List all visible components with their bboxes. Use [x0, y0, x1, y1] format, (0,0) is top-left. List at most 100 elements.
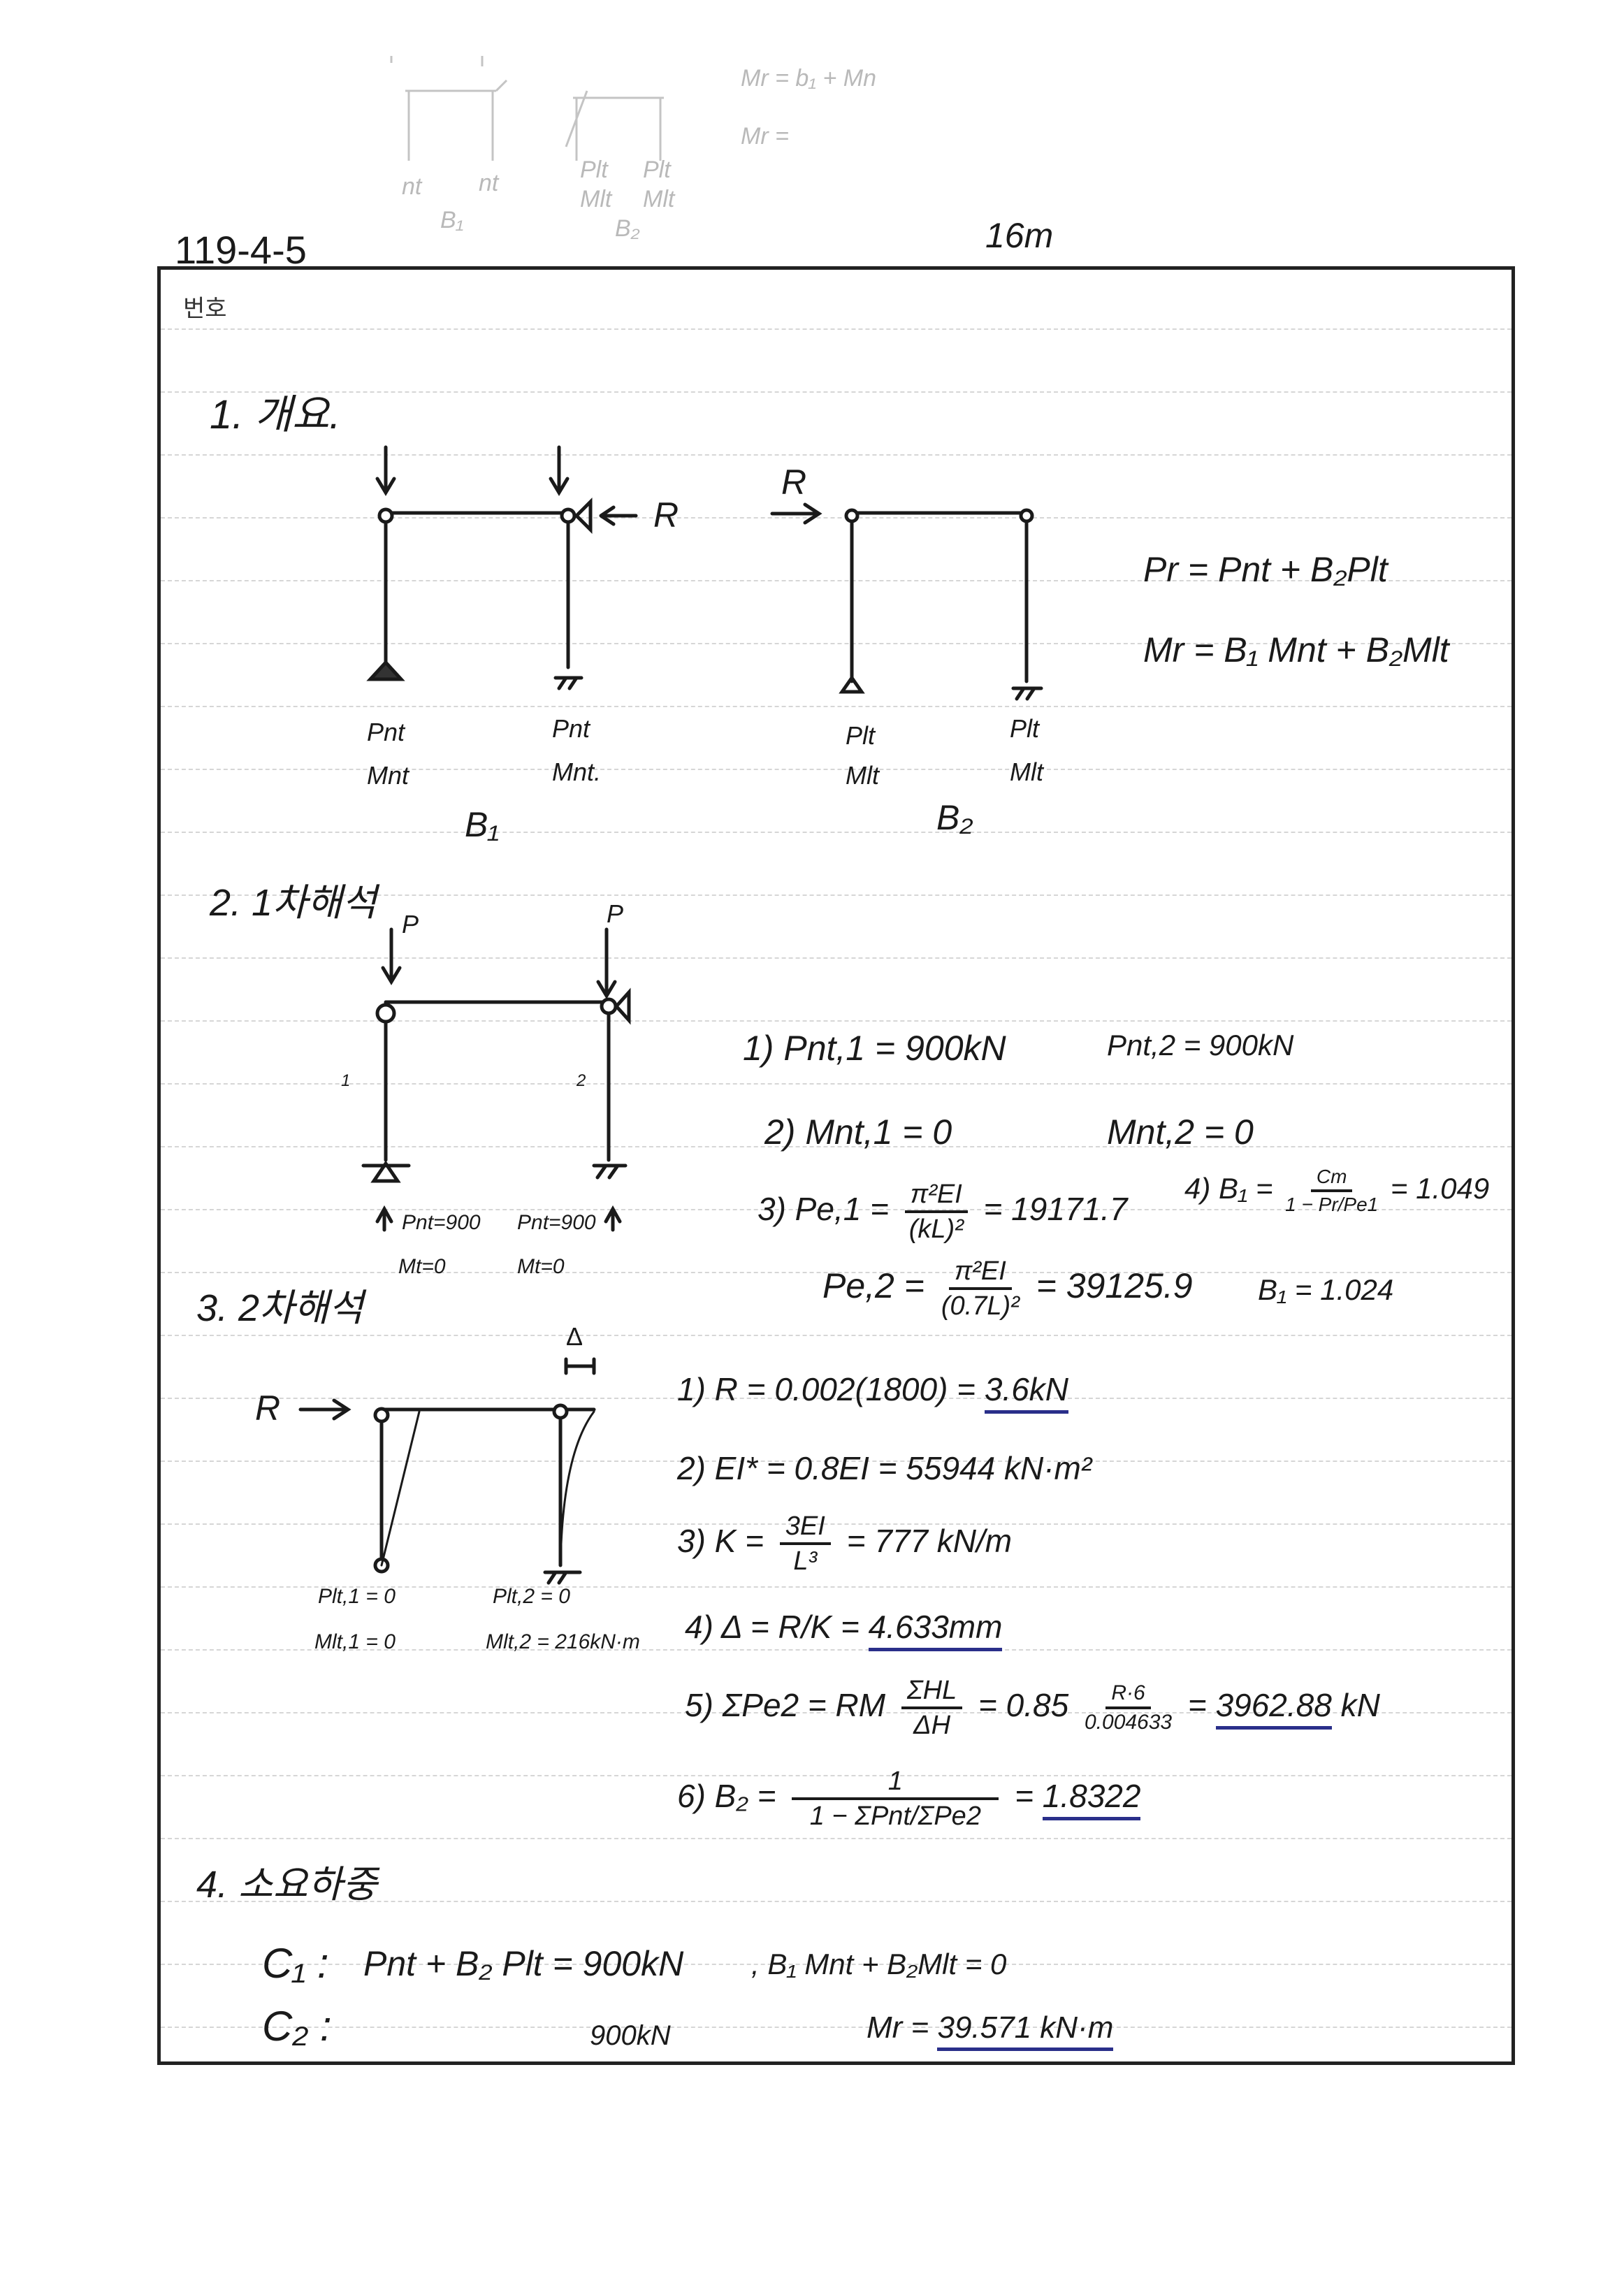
scratch-note: Mr = b₁ + Mn — [741, 65, 877, 92]
ruled-line — [161, 1838, 1511, 1839]
ruled-line — [161, 517, 1511, 519]
numerator: 3EI — [779, 1513, 831, 1545]
load-arrow-icon — [375, 445, 396, 496]
denominator: ΔH — [913, 1711, 951, 1740]
scratch-label: Mlt — [643, 186, 675, 212]
c2-moment-prefix: Mr = — [867, 2010, 929, 2045]
fraction: π²EI(0.7L)² — [941, 1258, 1020, 1319]
b1-right-p: Pnt — [552, 714, 590, 743]
c2-moment: Mr = 39.571 kN·m — [867, 2010, 1114, 2051]
load-p-right: P — [607, 899, 624, 928]
force-label-r: R — [255, 1389, 281, 1428]
scratch-label: nt — [402, 173, 422, 200]
b2-left-p: Plt — [846, 721, 876, 750]
ruled-line — [161, 1775, 1511, 1776]
eq-pe1: 3) Pe,1 = π²EI(kL)² = 19171.7 — [757, 1181, 1127, 1242]
ruled-line — [161, 1712, 1511, 1713]
ruled-line — [161, 1272, 1511, 1273]
ruled-line — [161, 454, 1511, 456]
ruled-line — [161, 832, 1511, 833]
ruled-line — [161, 643, 1511, 644]
ruled-line — [161, 1586, 1511, 1588]
c2-label: C₂ : — [262, 2003, 332, 2050]
eq-ei: 2) EI* = 0.8EI = 55944 kN·m² — [677, 1450, 1092, 1486]
eq-r: 1) R = 0.002(1800) = 3.6kN — [677, 1371, 1069, 1414]
c1-label: C₁ : — [262, 1940, 329, 1987]
right-reaction-m: Mt=0 — [517, 1255, 565, 1278]
c2-axial: 900kN — [590, 2020, 671, 2051]
b1-right-m: Mnt. — [552, 758, 602, 786]
restraint-arrow-icon — [574, 497, 638, 535]
b1-label: B₁ — [465, 805, 500, 844]
eq-pnt: 1) Pnt,1 = 900kN — [743, 1029, 1006, 1068]
denominator: (kL)² — [908, 1215, 964, 1244]
equals: = — [1187, 1687, 1207, 1724]
eq-b1-result: = 1.049 — [1390, 1172, 1490, 1205]
ruled-line — [161, 391, 1511, 393]
denominator: L³ — [793, 1546, 818, 1576]
eq-sum-pe2-prefix: 5) ΣPe2 = RM — [685, 1687, 886, 1724]
length-note: 16m — [985, 216, 1054, 255]
fraction: π²EI(kL)² — [904, 1181, 968, 1244]
c1-axial: Pnt + B₂ Plt = 900kN — [363, 1944, 684, 1983]
mr-formula: Mr = B₁ Mnt + B₂Mlt — [1143, 630, 1449, 669]
column-1-label: 1 — [341, 1071, 351, 1090]
left-reaction-m: Mt=0 — [398, 1255, 446, 1278]
c2-moment-result: 39.571 kN·m — [937, 2010, 1114, 2051]
ruled-line — [161, 580, 1511, 581]
section-3-title: 3. 2차해석 — [196, 1287, 364, 1329]
frame-first-order — [361, 927, 631, 1232]
denominator: (0.7L)² — [941, 1291, 1020, 1321]
eq-sum-pe2-mid: = 0.85 — [978, 1687, 1069, 1724]
number-label: 번호 — [183, 296, 227, 322]
ruled-line — [161, 1649, 1511, 1651]
eq-pe2-prefix: Pe,2 = — [822, 1266, 925, 1306]
c1-moment: , B₁ Mnt + B₂Mlt = 0 — [751, 1948, 1007, 1980]
frame-second-order — [298, 1357, 596, 1585]
delta-label: Δ — [566, 1322, 583, 1351]
numerator: Cm — [1310, 1167, 1353, 1192]
page-frame — [157, 266, 1515, 2065]
eq-r-prefix: 1) R = 0.002(1800) = — [677, 1371, 976, 1407]
eq-r-result: 3.6kN — [984, 1371, 1069, 1414]
eq-pe1-prefix: 3) Pe,1 = — [757, 1191, 889, 1228]
left-plt: Plt,1 = 0 — [318, 1585, 396, 1608]
ruled-line — [161, 1523, 1511, 1525]
problem-number: 119-4-5 — [175, 228, 307, 272]
pr-formula: Pr = Pnt + B₂Plt — [1143, 550, 1388, 589]
eq-mnt: 2) Mnt,1 = 0 — [764, 1112, 952, 1152]
eq-k-prefix: 3) K = — [677, 1523, 764, 1560]
right-reaction-p: Pnt=900 — [517, 1211, 596, 1234]
numerator: R·6 — [1105, 1683, 1151, 1709]
numerator: ΣHL — [901, 1677, 963, 1709]
denominator: 1 − Pr/Pe1 — [1285, 1194, 1379, 1215]
eq-b2-prefix: 6) B₂ = — [677, 1778, 776, 1815]
force-label-r: R — [781, 463, 807, 502]
ruled-line — [161, 1083, 1511, 1085]
load-arrow-icon — [549, 445, 570, 496]
eq-pnt-2: Pnt,2 = 900kN — [1107, 1029, 1294, 1061]
unit: kN — [1340, 1687, 1380, 1724]
scratch-label: Plt — [643, 157, 671, 183]
frame-b1 — [366, 445, 638, 690]
lateral-force-arrow-icon — [298, 1398, 351, 1421]
ruled-line — [161, 957, 1511, 959]
denominator: 0.004633 — [1084, 1711, 1173, 1734]
ruled-line — [161, 1398, 1511, 1399]
eq-b2-result: 1.8322 — [1042, 1778, 1141, 1821]
left-mlt: Mlt,1 = 0 — [314, 1630, 396, 1653]
denominator: 1 − ΣPnt/ΣPe2 — [809, 1802, 981, 1831]
scratch-note: Mr = — [741, 123, 789, 150]
eq-delta-prefix: 4) Δ = R/K = — [685, 1609, 860, 1645]
ruled-line — [161, 1146, 1511, 1147]
ruled-line — [161, 1335, 1511, 1336]
eq-mnt-2: Mnt,2 = 0 — [1107, 1112, 1254, 1152]
